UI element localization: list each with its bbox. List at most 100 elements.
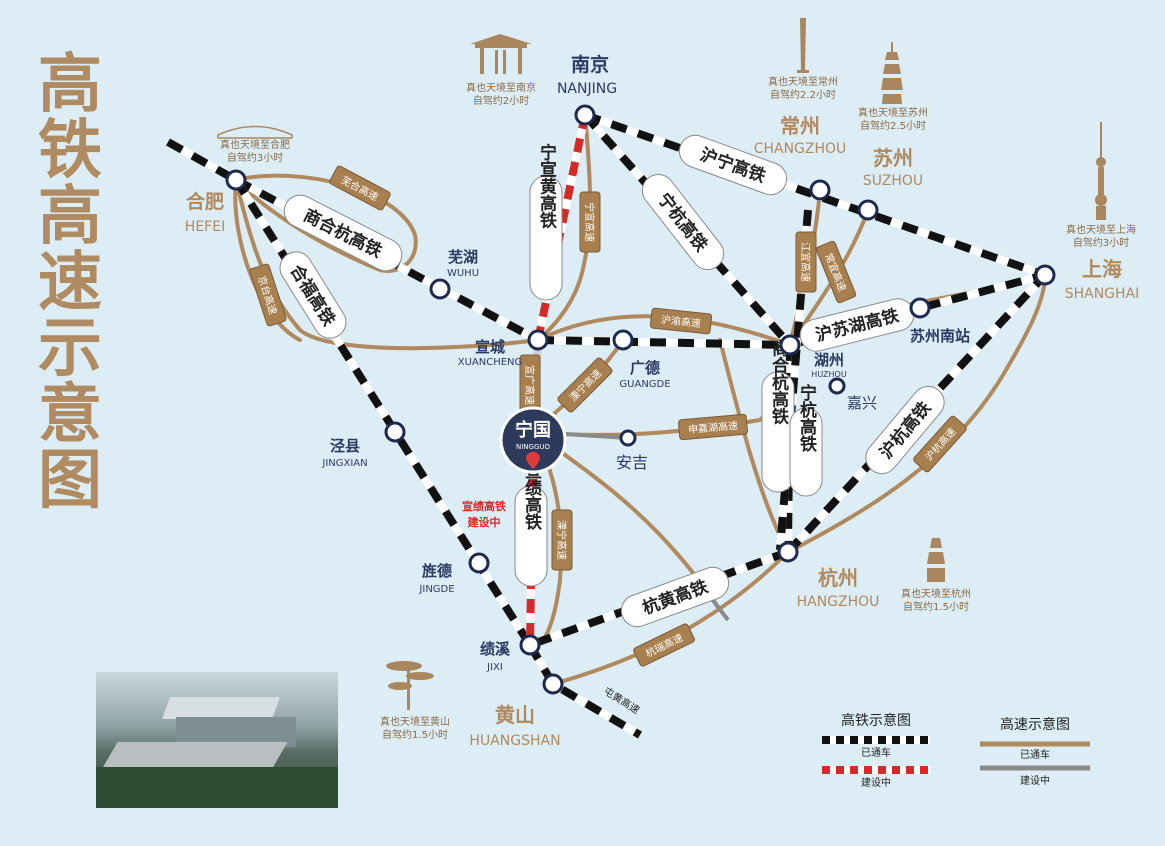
pill-husuhu: 沪苏湖高铁 [799,298,915,352]
city-jingde-en: JINGDE [418,584,454,595]
tag-xuanguang-text: 宣广高速 [523,365,536,405]
tag-hangrui: 杭瑞高速 [633,623,695,667]
tag-huyu-text: 沪渝高速 [660,313,701,330]
city-nanjing-en: NANJING [557,81,617,97]
note-shanghai-line2: 自驾约3小时 [1073,236,1129,249]
city-suzhou-en: SUZHOU [863,173,923,189]
tag-liyi: 溧宁高速 [557,357,613,413]
note-hefei-line2: 自驾约3小时 [227,151,283,164]
pill-xuanji: 宣绩高铁 [514,461,548,587]
tag-jiangyi-text: 江宜高速 [799,242,812,282]
note-suzhou-line1: 真也天境至苏州 [858,106,928,119]
note-nanjing-line1: 真也天境至南京 [466,81,536,94]
station-suzhou[interactable] [857,199,879,221]
station-jixi[interactable] [519,634,541,656]
city-jingde-cn: 旌德 [422,562,452,580]
note-suzhou-line2: 自驾约2.5小时 [860,119,926,132]
tag-xuanguang: 宣广高速 [519,354,541,416]
city-wuhu-cn: 芜湖 [448,248,478,266]
station-jiaxing[interactable] [828,377,846,395]
highway-huyu [536,314,792,347]
station-wuhu[interactable] [429,278,451,300]
note-changzhou-line2: 自驾约2.2小时 [770,88,836,101]
station-xuancheng[interactable] [527,329,549,351]
tag-wuhe: 芜合高速 [329,165,391,211]
drive-notes: 真也天境至南京 自驾约2小时 真也天境至合肥 自驾约3小时 真也天境至常州 自驾… [217,18,1136,741]
legend: 高铁示意图 已通车 建设中 高速示意图 已通车 建设中 [822,712,1090,789]
station-nanjing[interactable] [574,104,596,126]
city-jixi-en: JIXI [486,662,503,673]
note-huangshan-line1: 真也天境至黄山 [380,715,450,728]
note-nanjing-line2: 自驾约2小时 [473,94,529,107]
station-shanghai[interactable] [1034,264,1056,286]
city-shanghai-cn: 上海 [1082,257,1122,281]
city-hefei-cn: 合肥 [186,190,224,213]
city-suzhounan-cn: 苏州南站 [910,327,970,345]
legend-rail-title: 高铁示意图 [841,712,911,729]
tag-shenjiahu-text: 申嘉湖高速 [688,419,739,436]
stations [225,104,1056,695]
station-huangshan[interactable] [542,673,564,695]
rail-xuan-huzhou [537,336,791,349]
station-anji[interactable] [619,429,637,447]
pill-ninghang: 宁杭高铁 [641,173,725,271]
note-hefei: 真也天境至合肥 自驾约3小时 [217,125,293,164]
station-suzhounan[interactable] [909,297,931,319]
city-jingxian-en: JINGXIAN [321,458,367,469]
note-suzhou: 真也天境至苏州 自驾约2.5小时 [858,42,928,132]
city-guangde-cn: 广德 [630,359,660,377]
city-changzhou-cn: 常州 [780,114,820,138]
city-hangzhou-cn: 杭州 [818,566,858,590]
pill-xuanji-text: 宣绩高铁 [521,461,542,531]
tower-icon [797,18,809,73]
pagoda-icon [881,42,903,104]
note-hefei-line1: 真也天境至合肥 [220,138,290,151]
city-shanghai-en: SHANGHAI [1065,286,1140,302]
pill-hanghuang: 杭黄高铁 [620,566,730,628]
station-hangzhou[interactable] [777,541,799,563]
city-huangshan-en: HUANGSHAN [469,733,560,749]
legend-rail-building: 建设中 [861,776,891,789]
note-hangzhou-line1: 真也天境至杭州 [901,587,971,600]
note-nanjing: 真也天境至南京 自驾约2小时 [466,34,536,107]
tag-ningxuan-text: 宁宣高速 [583,202,596,242]
tag-jiangyi: 江宜高速 [795,231,817,293]
pill-ningxuanhuang-text: 宁宣黄高铁 [536,142,557,229]
location-pin-icon [526,452,540,469]
station-hefei[interactable] [225,169,247,191]
station-guangde[interactable] [612,329,634,351]
note-huangshan-line2: 自驾约1.5小时 [382,728,448,741]
pill-shanghehang2: 商合杭高铁 [761,338,795,493]
highway-ningxuan [536,113,592,342]
note-hangzhou-line2: 自驾约1.5小时 [903,600,969,613]
city-xuancheng-en: XUANCHENG [458,357,523,368]
city-jixi-cn: 绩溪 [480,640,511,658]
tag-ningji-text: 溧宁高速 [555,520,568,560]
city-huangshan-cn: 黄山 [495,703,535,727]
pine-tree-icon [386,661,434,710]
city-hangzhou-en: HANGZHOU [797,594,880,610]
stadium-icon [217,125,293,139]
city-nanjing-cn: 南京 [571,53,609,76]
station-jingde[interactable] [468,552,490,574]
note-changzhou-line1: 真也天境至常州 [768,75,838,88]
city-suzhou-cn: 苏州 [873,146,913,170]
station-jingxian[interactable] [384,421,406,443]
city-guangde-en: GUANGDE [619,379,670,390]
legend-rail-open: 已通车 [861,746,891,759]
note-huangshan: 真也天境至黄山 自驾约1.5小时 [380,661,450,741]
station-huzhou[interactable] [779,334,801,356]
ningguo-center[interactable]: 宁国 NINGGUO [499,406,567,474]
station-changzhou[interactable] [809,179,831,201]
city-hefei-en: HEFEI [185,219,225,235]
city-changzhou-en: CHANGZHOU [754,141,847,157]
legend-hw-title: 高速示意图 [1000,716,1070,733]
rail-hefei-nw [166,138,238,184]
leifeng-pagoda-icon [927,538,945,582]
city-huzhou-en: HUZHOU [811,370,847,379]
construction-note-line1: 宣绩高铁 [462,499,506,513]
city-huzhou-cn: 湖州 [814,351,844,369]
city-wuhu-en: WUHU [447,268,479,279]
pill-ninghang2-text: 宁杭高铁 [796,383,817,453]
pill-shanghehang2-text: 商合杭高铁 [768,338,789,425]
